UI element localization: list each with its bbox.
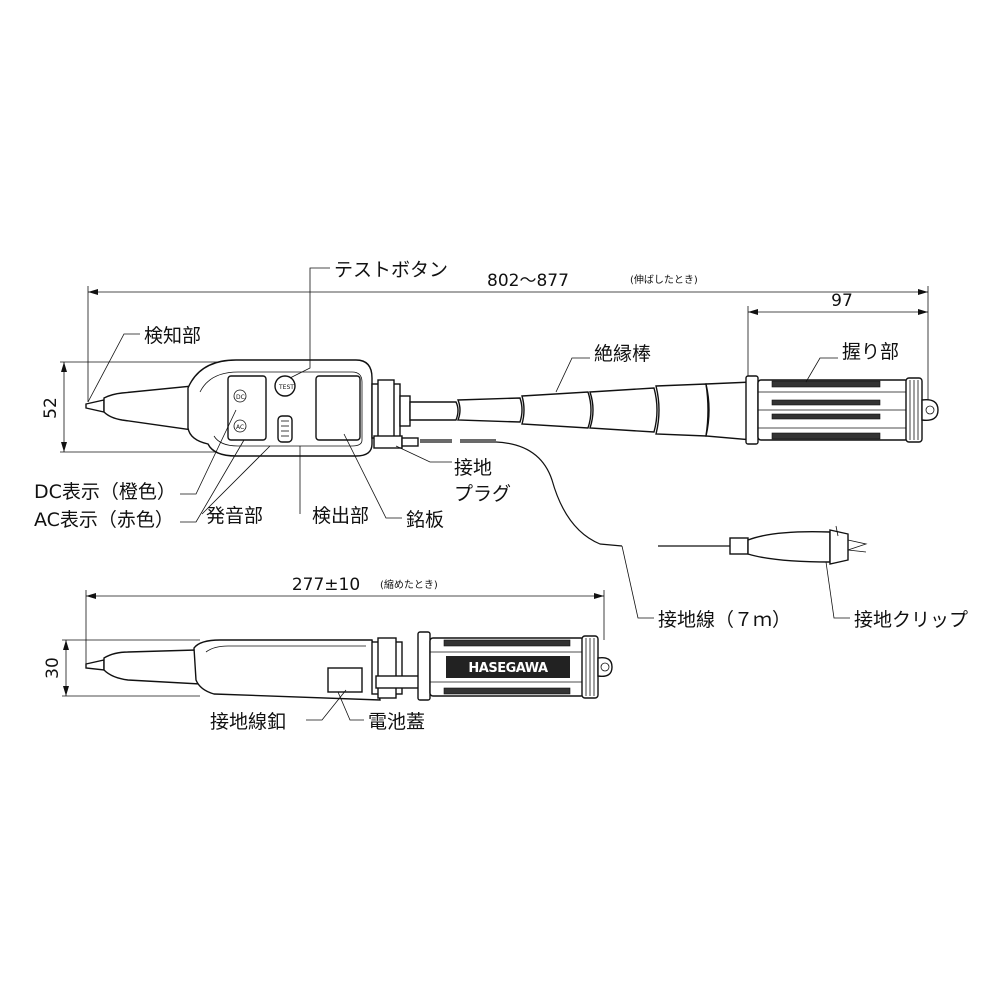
bottom-probe-tip (85, 659, 105, 671)
label-detect-tip: 検知部 (144, 325, 201, 347)
leader-battery-cover (337, 691, 364, 721)
insulating-rod-segments (409, 381, 753, 441)
label-ac-indicator: AC表示（赤色） (34, 509, 174, 531)
extended-length-text: 802～877 (487, 271, 569, 291)
label-nameplate: 銘板 (406, 509, 444, 531)
height-bottom-arrow-top (63, 640, 69, 650)
label-ground-wire-hook: 接地線釦 (210, 711, 286, 733)
ground-plug (373, 435, 403, 449)
ground-plug-tip (401, 437, 419, 447)
battery-cover-shape (327, 667, 363, 693)
retracted-view: 277±10 (縮めたとき) 30 (43, 575, 613, 733)
label-dc-indicator: DC表示（橙色） (34, 481, 176, 503)
bottom-body-edge (205, 645, 366, 653)
dc-led (233, 389, 247, 403)
nameplate-plate (315, 375, 361, 441)
bottom-probe-nose (103, 649, 201, 685)
label-ground-clip: 接地クリップ (854, 609, 968, 631)
brand-band (446, 656, 570, 678)
retracted-length-note: (縮めたとき) (380, 578, 438, 591)
test-button[interactable] (274, 375, 296, 397)
extended-view: 802～877 (伸ばしたとき) 97 52 DC AC TEST (34, 259, 968, 631)
grip-arrow-right (918, 309, 928, 315)
bottom-grip (417, 631, 613, 701)
extended-length-note: (伸ばしたとき) (630, 274, 698, 286)
leaders-top (87, 267, 850, 619)
probe-tip (85, 399, 105, 413)
height-bottom-arrow-bottom (63, 686, 69, 696)
body-inner-outline (199, 371, 363, 447)
ac-led (233, 419, 247, 433)
retracted-arrow-right (594, 593, 604, 599)
grip-arrow-left (748, 309, 758, 315)
label-insulating-rod: 絶縁棒 (594, 343, 651, 365)
label-sound-unit: 発音部 (206, 505, 263, 527)
ground-wire-line (420, 441, 730, 547)
retracted-length-text: 277±10 (292, 575, 360, 595)
label-grip: 握り部 (842, 341, 899, 363)
height-bottom-text: 30 (43, 657, 63, 679)
label-detector-unit: 検出部 (312, 505, 369, 527)
grip (745, 375, 939, 445)
label-ground-plug-1: 接地 (454, 457, 492, 479)
height-arrow-bottom (61, 442, 67, 452)
dc-led-mark: DC (236, 394, 245, 401)
arrow-left (88, 289, 98, 295)
leader-ground-hook (306, 689, 347, 721)
retracted-arrow-left (86, 593, 96, 599)
indicator-panel (227, 375, 267, 441)
ac-led-mark: AC (236, 424, 244, 431)
label-ground-plug-2: プラグ (454, 483, 511, 505)
ground-clip-shape (729, 525, 868, 565)
brand-text: HASEGAWA (468, 661, 548, 676)
label-ground-wire: 接地線（７ｍ） (658, 609, 791, 631)
test-button-mark: TEST (278, 384, 294, 391)
speaker-grille (277, 415, 293, 443)
height-arrow-top (61, 362, 67, 372)
height-top-text: 52 (41, 397, 61, 419)
coupling-ring (377, 379, 395, 443)
label-test-button: テストボタン (334, 259, 448, 281)
arrow-right (918, 289, 928, 295)
probe-nose (103, 385, 193, 431)
grip-length-text: 97 (831, 291, 853, 311)
rod-joint (399, 395, 411, 427)
label-battery-cover: 電池蓋 (368, 711, 425, 733)
bottom-coupling-ring (377, 637, 397, 699)
